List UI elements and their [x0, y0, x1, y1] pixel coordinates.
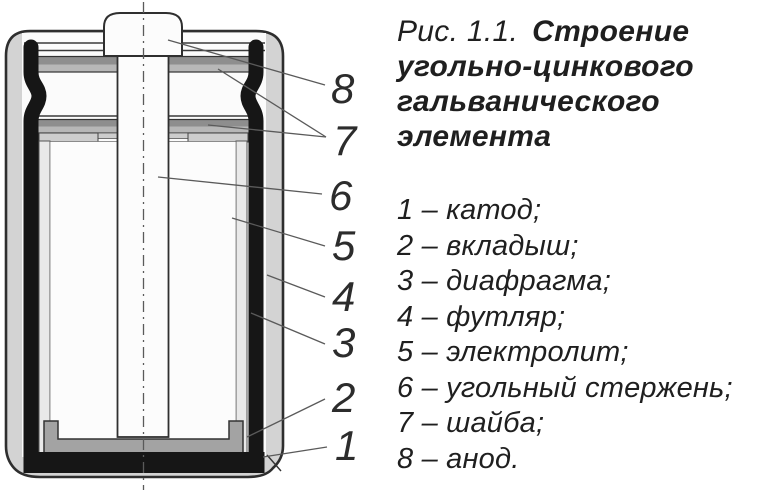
diaphragm-right-wall — [235, 140, 248, 457]
figure-number: Рис. 1.1. — [397, 15, 519, 48]
callout-number-6: 6 — [329, 172, 353, 219]
legend-item-6: 6 – угольный стержень; — [397, 371, 733, 404]
battery-diagram-area: 8 7 6 5 4 3 2 1 — [4, 2, 358, 490]
callout-line-8 — [167, 39, 326, 86]
figure-caption: Рис. 1.1. Строение угольно-цинкового галь… — [397, 14, 761, 154]
legend-list: 1 – катод; 2 – вкладыш; 3 – диафрагма; 4… — [397, 193, 761, 477]
zinc-can-right-wall — [240, 39, 264, 461]
legend-item-3: 3 – диафрагма; — [397, 265, 611, 297]
callout-number-5: 5 — [332, 222, 356, 269]
caption-line-3: гальванического — [397, 85, 660, 118]
callout-line-6 — [157, 176, 323, 195]
callout-line-2 — [246, 398, 326, 438]
callout-number-3: 3 — [332, 319, 355, 366]
callout-line-7a — [217, 68, 327, 138]
diaphragm-left-wall — [38, 140, 51, 457]
legend-item-5: 5 – электролит; — [397, 336, 629, 368]
figure-text-panel: Рис. 1.1. Строение угольно-цинкового галь… — [397, 14, 761, 477]
caption-line-2: угольно-цинкового — [397, 50, 694, 83]
callout-number-7: 7 — [333, 117, 358, 164]
callout-line-4 — [266, 274, 326, 298]
case-bevel-edge — [266, 454, 282, 472]
callout-number-8: 8 — [331, 65, 355, 112]
caption-title-word: Строение — [532, 15, 690, 48]
legend-item-1: 1 – катод; — [397, 194, 542, 226]
legend-item-2: 2 – вкладыш; — [397, 229, 579, 262]
caption-line-1: Рис. 1.1. Строение — [397, 14, 761, 49]
callout-line-7b — [207, 124, 327, 138]
legend-item-4: 4 – футляр; — [397, 300, 566, 333]
zinc-can-left-wall — [23, 39, 47, 461]
callout-number-4: 4 — [332, 273, 355, 320]
legend-item-7: 7 – шайба; — [397, 407, 545, 439]
caption-line-4: элемента — [397, 120, 552, 153]
callout-line-3 — [250, 312, 326, 345]
callout-line-1 — [262, 446, 328, 458]
battery-diagram: 8 7 6 5 4 3 2 1 — [4, 2, 358, 490]
callout-number-1: 1 — [335, 422, 358, 469]
callout-line-5 — [231, 217, 326, 247]
insert-cup — [43, 420, 244, 456]
callout-number-2: 2 — [331, 374, 355, 421]
legend-item-8: 8 – анод. — [397, 442, 520, 475]
